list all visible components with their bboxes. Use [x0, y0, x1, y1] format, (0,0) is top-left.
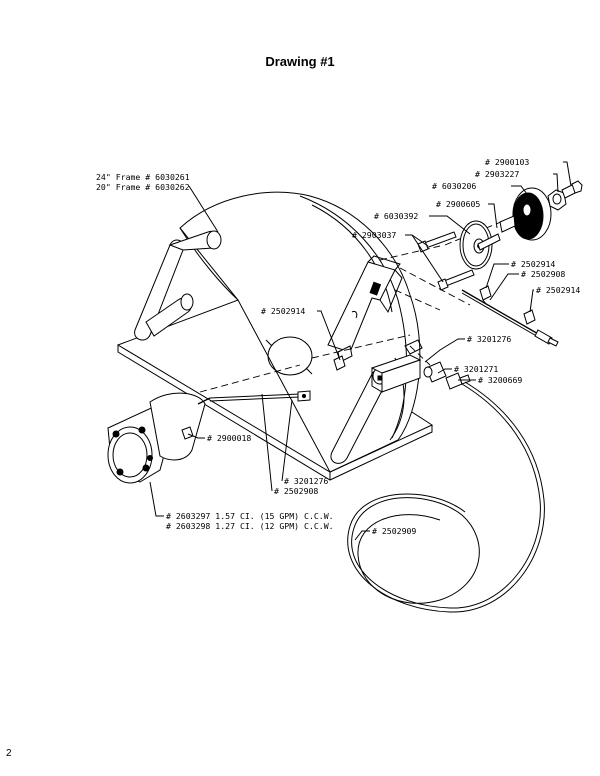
- label-6030206: # 6030206: [432, 181, 476, 191]
- label-pump-2603297: # 2603297 1.57 CI. (15 GPM) C.C.W.: [166, 511, 334, 521]
- label-6030392: # 6030392: [374, 211, 418, 221]
- label-2903037: # 2903037: [352, 230, 396, 240]
- coiled-hose-2502909: [347, 381, 545, 613]
- label-pump-2603298: # 2603298 1.27 CI. (12 GPM) C.C.W.: [166, 521, 334, 531]
- label-2900103: # 2900103: [485, 157, 529, 167]
- hose-2502908-pump: [209, 390, 311, 402]
- side-sleeve: [370, 339, 423, 393]
- bolt-2900103: [561, 180, 583, 199]
- nut-2903227: [547, 189, 567, 211]
- hose-2502908-upper: [461, 289, 559, 347]
- hub-6030206: [499, 187, 552, 241]
- frame-bar-lower: [145, 293, 194, 337]
- clip-2502914-a: [479, 285, 492, 305]
- label-3200669: # 3200669: [478, 375, 522, 385]
- drawing-title: Drawing #1: [265, 54, 335, 69]
- shaft-2900605: [477, 233, 501, 251]
- label-3201271: # 3201271: [454, 364, 498, 374]
- label-2502908-a: # 2502908: [521, 269, 565, 279]
- fitting-3201271: [423, 361, 447, 383]
- label-2900018: # 2900018: [207, 433, 251, 443]
- bolt-2903037-a: [417, 231, 457, 253]
- bolt-2903037-b: [437, 269, 475, 291]
- hydraulic-pump: [107, 392, 211, 484]
- label-2502908-b: # 2502908: [274, 486, 318, 496]
- frame-bar-upper: [134, 230, 222, 341]
- label-2502914-a: # 2502914: [511, 259, 555, 269]
- label-3201276-a: # 3201276: [467, 334, 511, 344]
- label-2903227: # 2903227: [475, 169, 519, 179]
- label-frame-24: 24" Frame # 6030261: [96, 172, 190, 182]
- label-2502909: # 2502909: [372, 526, 416, 536]
- leader-lines: [149, 161, 572, 541]
- clip-2502914-b: [523, 309, 536, 325]
- label-3201276-b: # 3201276: [284, 476, 328, 486]
- page-number: 2: [6, 748, 12, 759]
- label-2502914-b: # 2502914: [536, 285, 580, 295]
- label-frame-20: 20" Frame # 6030262: [96, 182, 190, 192]
- label-2502914-c: # 2502914: [261, 306, 305, 316]
- label-2900605: # 2900605: [436, 199, 480, 209]
